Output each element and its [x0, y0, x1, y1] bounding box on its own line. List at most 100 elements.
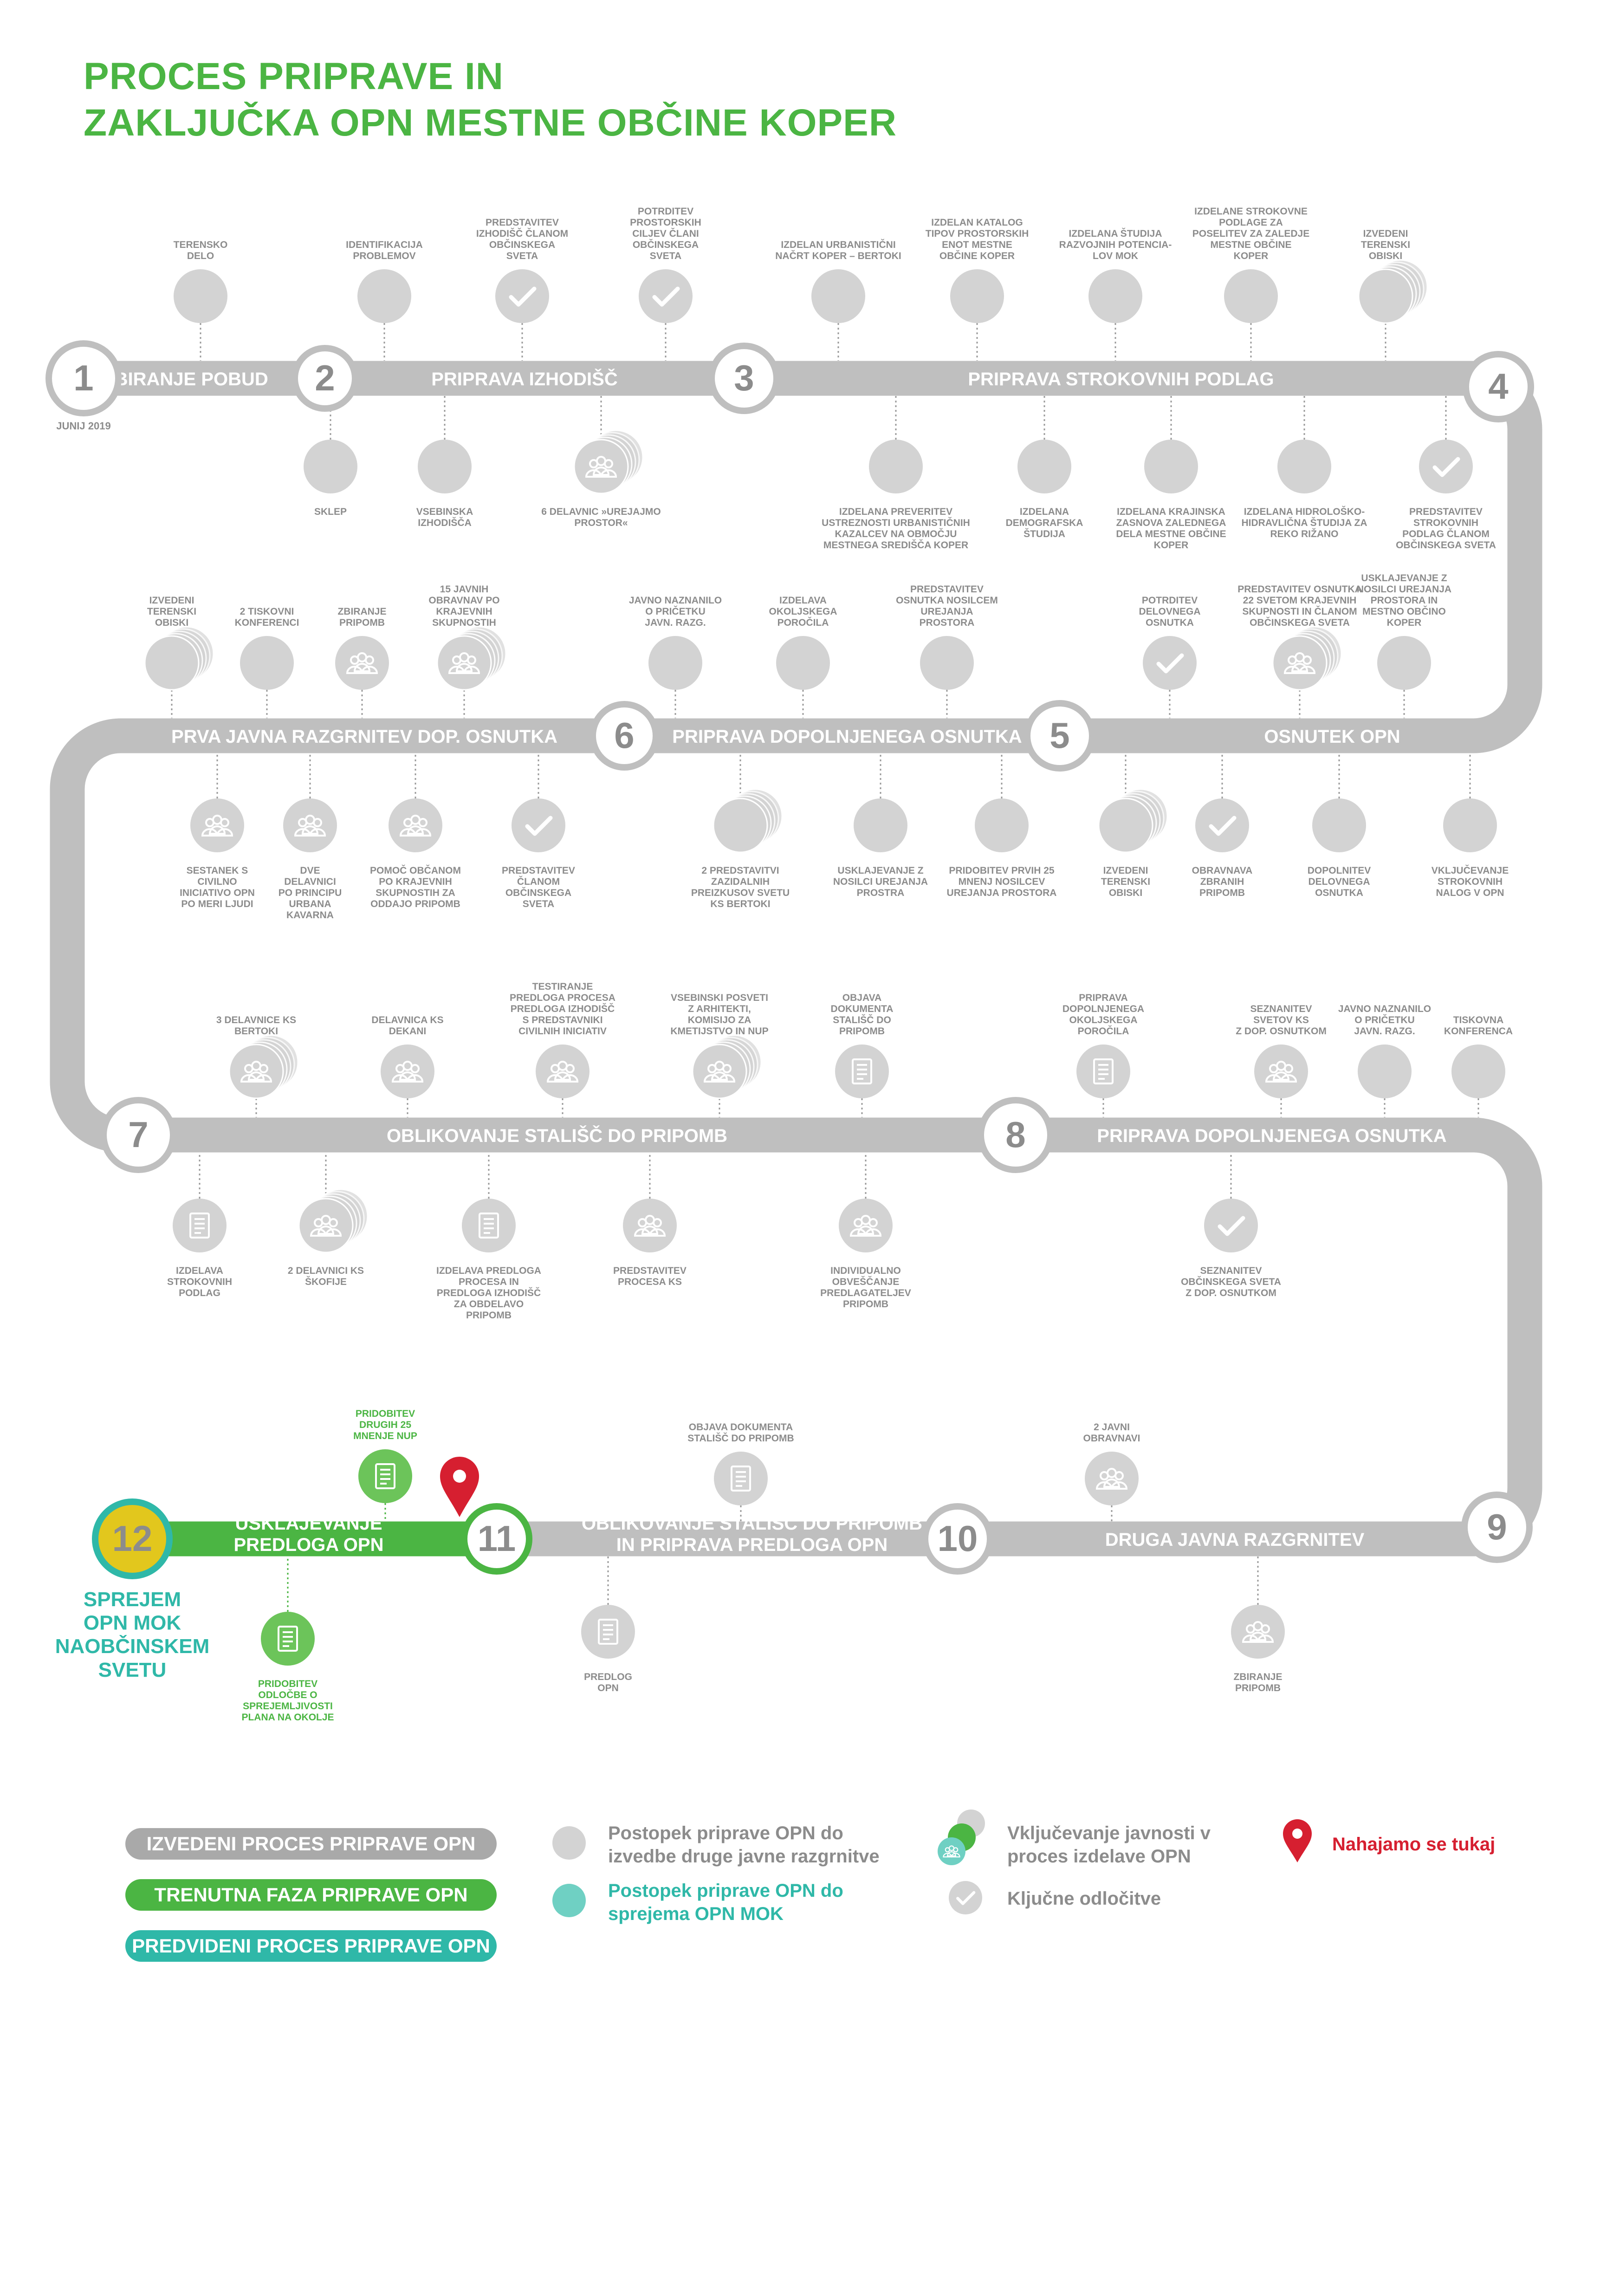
phase-1-date: JUNIJ 2019 [56, 420, 110, 432]
step-node [1419, 440, 1473, 493]
step-node [1195, 798, 1249, 852]
step-node [839, 1199, 893, 1252]
phase-circle-6 [589, 701, 659, 771]
legend-marker-text: Nahajamo se tukaj [1332, 1834, 1496, 1855]
phase-number-3: 3 [734, 357, 754, 398]
step-node [1443, 798, 1497, 852]
step-node [1451, 1044, 1505, 1098]
legend-gray-dot [552, 1826, 586, 1860]
step-node-circle [1224, 269, 1278, 323]
step-node-circle [648, 636, 702, 690]
legend-pill-done: IZVEDENI PROCES PRIPRAVE OPN [125, 1828, 497, 1860]
step-node [1224, 269, 1278, 323]
step-node [358, 1449, 412, 1503]
step-node-circle [1088, 269, 1142, 323]
step-node-circle [1076, 1044, 1130, 1098]
phase-number-8: 8 [1005, 1114, 1025, 1155]
phase-circle-1 [45, 340, 122, 416]
step-node [1254, 1044, 1308, 1098]
step-node [920, 636, 974, 690]
phase-circle-8 [978, 1097, 1054, 1173]
step-node [1312, 798, 1366, 852]
step-node-circle [495, 269, 549, 323]
step-node-circle [261, 1612, 315, 1666]
phase-number-2: 2 [315, 357, 335, 398]
step-node-circle [1358, 1044, 1412, 1098]
step-node-circle [714, 1452, 768, 1505]
step-node-circle [1312, 798, 1366, 852]
phase-circle-3 [708, 343, 780, 414]
step-node [623, 1199, 677, 1252]
phase-circle-10 [922, 1503, 993, 1575]
step-node-circle [418, 440, 472, 493]
step-node [536, 1044, 589, 1098]
step-node [1076, 1044, 1130, 1098]
step-node-circle [1143, 636, 1197, 690]
step-node [436, 626, 507, 691]
step-node [381, 1044, 434, 1098]
step-node [304, 440, 357, 493]
step-node-circle [1419, 440, 1473, 493]
step-node-circle [854, 798, 907, 852]
phase-circle-9 [1461, 1492, 1533, 1563]
phase-label-1: ZBIRANJE POBUD [103, 369, 268, 389]
phase-number-4: 4 [1488, 366, 1508, 407]
step-node [573, 429, 644, 494]
step-node-circle [713, 798, 768, 853]
step-node [261, 1612, 315, 1666]
step-node-circle [1358, 268, 1413, 324]
step-node [648, 636, 702, 690]
step-node [692, 1034, 762, 1099]
legend-location-icon [1283, 1819, 1312, 1862]
legend-public-icon [938, 1810, 985, 1865]
phase-label-7: OBLIKOVANJE STALIŠČ DO PRIPOMB [387, 1125, 727, 1146]
step-label: SKLEP [314, 506, 347, 517]
phase-label-10: DRUGA JAVNA RAZGRNITEV [1105, 1530, 1365, 1550]
title-line-1: PROCES PRIPRAVE IN [84, 55, 504, 97]
step-node-circle [1443, 798, 1497, 852]
phase-number-7: 7 [128, 1114, 148, 1155]
legend-teal-text: Postopek priprave OPN do sprejema OPN MO… [608, 1881, 843, 1924]
step-node [418, 440, 472, 493]
step-node [357, 269, 411, 323]
step-node-circle [512, 798, 565, 852]
step-node-circle [1098, 798, 1153, 853]
legend-pill-current: TRENUTNA FAZA PRIPRAVE OPN [125, 1879, 497, 1911]
step-node-circle [240, 636, 294, 690]
step-node [950, 269, 1004, 323]
step-node [335, 636, 389, 690]
phase-number-11: 11 [478, 1518, 516, 1559]
phase-circle-5 [1024, 700, 1095, 772]
page-title: PROCES PRIPRAVE IN ZAKLJUČKA OPN MESTNE … [84, 53, 897, 146]
step-node-circle [1017, 440, 1071, 493]
